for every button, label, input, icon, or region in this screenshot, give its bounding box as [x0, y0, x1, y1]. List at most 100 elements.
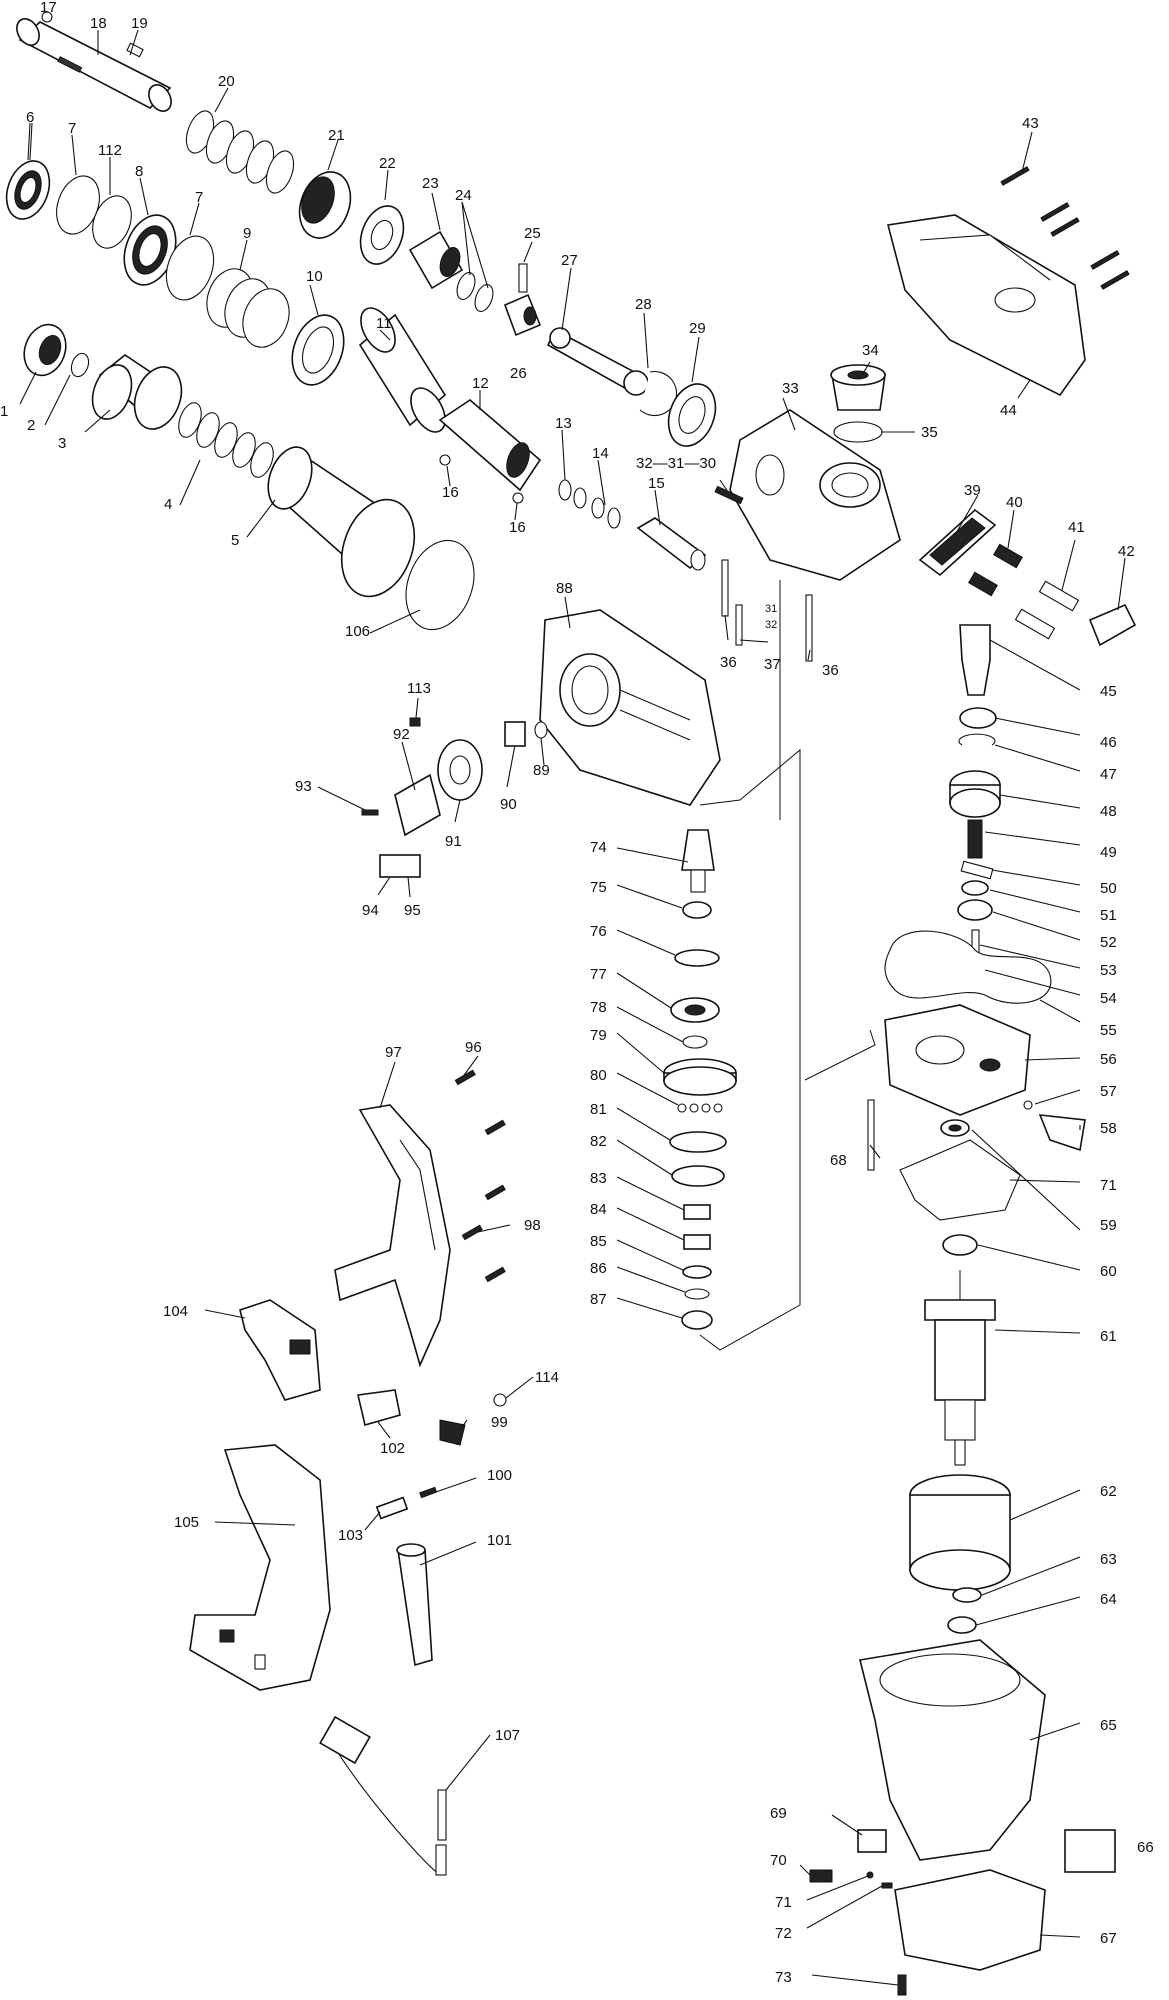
label-32: 32: [765, 619, 777, 631]
part-44-cover: [887, 214, 1086, 397]
part-78-washer: [682, 1035, 708, 1049]
part-89-ring: [534, 721, 548, 739]
label-93: 93: [295, 778, 312, 795]
part-94-switch: [379, 854, 421, 878]
label-53: 53: [1100, 962, 1117, 979]
part-48-gear: [949, 770, 1001, 818]
label-63: 63: [1100, 1551, 1117, 1568]
parts-drawings: [5, 11, 1137, 1996]
label-89: 89: [533, 762, 550, 779]
label-41: 41: [1068, 519, 1085, 536]
label-71a: 71: [1100, 1177, 1117, 1194]
assembly-lines: [699, 580, 876, 1351]
label-113: 113: [407, 680, 431, 697]
label-7a: 7: [68, 120, 76, 137]
label-33: 33: [782, 380, 799, 397]
label-15: 15: [648, 475, 665, 492]
label-17: 17: [40, 0, 57, 16]
label-61: 61: [1100, 1328, 1117, 1345]
part-98-screw: [461, 1224, 483, 1241]
part-84-sleeve: [683, 1234, 711, 1250]
label-66: 66: [1137, 1839, 1154, 1856]
label-107: 107: [495, 1727, 520, 1744]
part-69-brush-holder: [857, 1829, 887, 1853]
label-25: 25: [524, 225, 541, 242]
label-54: 54: [1100, 990, 1117, 1007]
part-74-pinion: [681, 829, 715, 893]
label-60: 60: [1100, 1263, 1117, 1280]
part-58-lever: [1038, 1114, 1086, 1152]
part-100-screw: [419, 1486, 438, 1499]
part-86-ring: [684, 1288, 710, 1300]
label-99: 99: [491, 1414, 508, 1431]
label-6: 6: [26, 109, 34, 126]
part-88-cover: [539, 609, 721, 806]
part-36-screw-b: [805, 594, 813, 662]
part-16-ball-a: [439, 454, 451, 466]
part-75-washer: [682, 901, 712, 919]
label-5: 5: [231, 532, 239, 549]
label-34: 34: [862, 342, 879, 359]
part-56-bracket: [884, 1004, 1031, 1116]
part-41-bolt-b: [1014, 608, 1056, 640]
label-27: 27: [561, 252, 578, 269]
part-9-spring: [206, 268, 290, 348]
label-12: 12: [472, 375, 489, 392]
label-114: 114: [535, 1369, 559, 1386]
part-99-clip: [439, 1419, 466, 1446]
part-18-sleeve: [16, 11, 172, 112]
label-28: 28: [635, 296, 652, 313]
part-42-plate: [1088, 603, 1137, 647]
label-83: 83: [590, 1170, 607, 1187]
part-23-sleeve: [408, 230, 464, 290]
part-34-insert: [830, 364, 886, 411]
label-97: 97: [385, 1044, 402, 1061]
part-113-screw: [409, 717, 421, 727]
part-70-carbon-brush: [809, 1869, 833, 1883]
part-96-screw-a: [454, 1069, 476, 1086]
part-29-bearing: [667, 383, 717, 447]
part-103-clamp: [375, 1496, 409, 1520]
part-90-pin: [504, 721, 526, 747]
label-23: 23: [422, 175, 439, 192]
part-80-balls: [677, 1103, 723, 1113]
part-40-spring-b: [968, 571, 998, 597]
label-58: 58: [1100, 1120, 1117, 1137]
part-1-cap: [23, 323, 67, 377]
part-45-shaft: [959, 624, 991, 696]
part-96-screw-c: [484, 1184, 506, 1201]
label-74: 74: [590, 839, 607, 856]
label-57: 57: [1100, 1083, 1117, 1100]
label-104: 104: [163, 1303, 188, 1320]
label-98: 98: [524, 1217, 541, 1234]
label-71b: 71: [775, 1894, 792, 1911]
label-35: 35: [921, 424, 938, 441]
part-43-screw-b: [1040, 202, 1070, 222]
part-61-armature: [924, 1270, 996, 1466]
part-46-bearing: [959, 707, 997, 729]
label-100: 100: [487, 1467, 512, 1484]
label-90: 90: [500, 796, 517, 813]
part-52-bearing: [957, 899, 993, 921]
part-112-ring: [92, 195, 132, 249]
part-96-screw-d: [484, 1266, 506, 1283]
label-10: 10: [306, 268, 323, 285]
label-4: 4: [164, 496, 172, 513]
part-79-gear: [663, 1058, 737, 1096]
label-36b: 36: [822, 662, 839, 679]
label-11: 11: [376, 315, 392, 332]
label-36a: 36: [720, 654, 737, 671]
part-21-gear: [298, 171, 352, 239]
label-49: 49: [1100, 844, 1117, 861]
label-88: 88: [556, 580, 573, 597]
label-46: 46: [1100, 734, 1117, 751]
part-51-ring: [961, 880, 989, 896]
part-81-plate: [669, 1131, 727, 1153]
label-20: 20: [218, 73, 235, 90]
part-24-ring-a: [456, 272, 476, 300]
part-43-screw-e: [1100, 270, 1130, 290]
label-102: 102: [380, 1440, 405, 1457]
part-26-piston: [503, 293, 542, 337]
label-32-31-30: 32—31—30: [636, 455, 716, 472]
label-65: 65: [1100, 1717, 1117, 1734]
